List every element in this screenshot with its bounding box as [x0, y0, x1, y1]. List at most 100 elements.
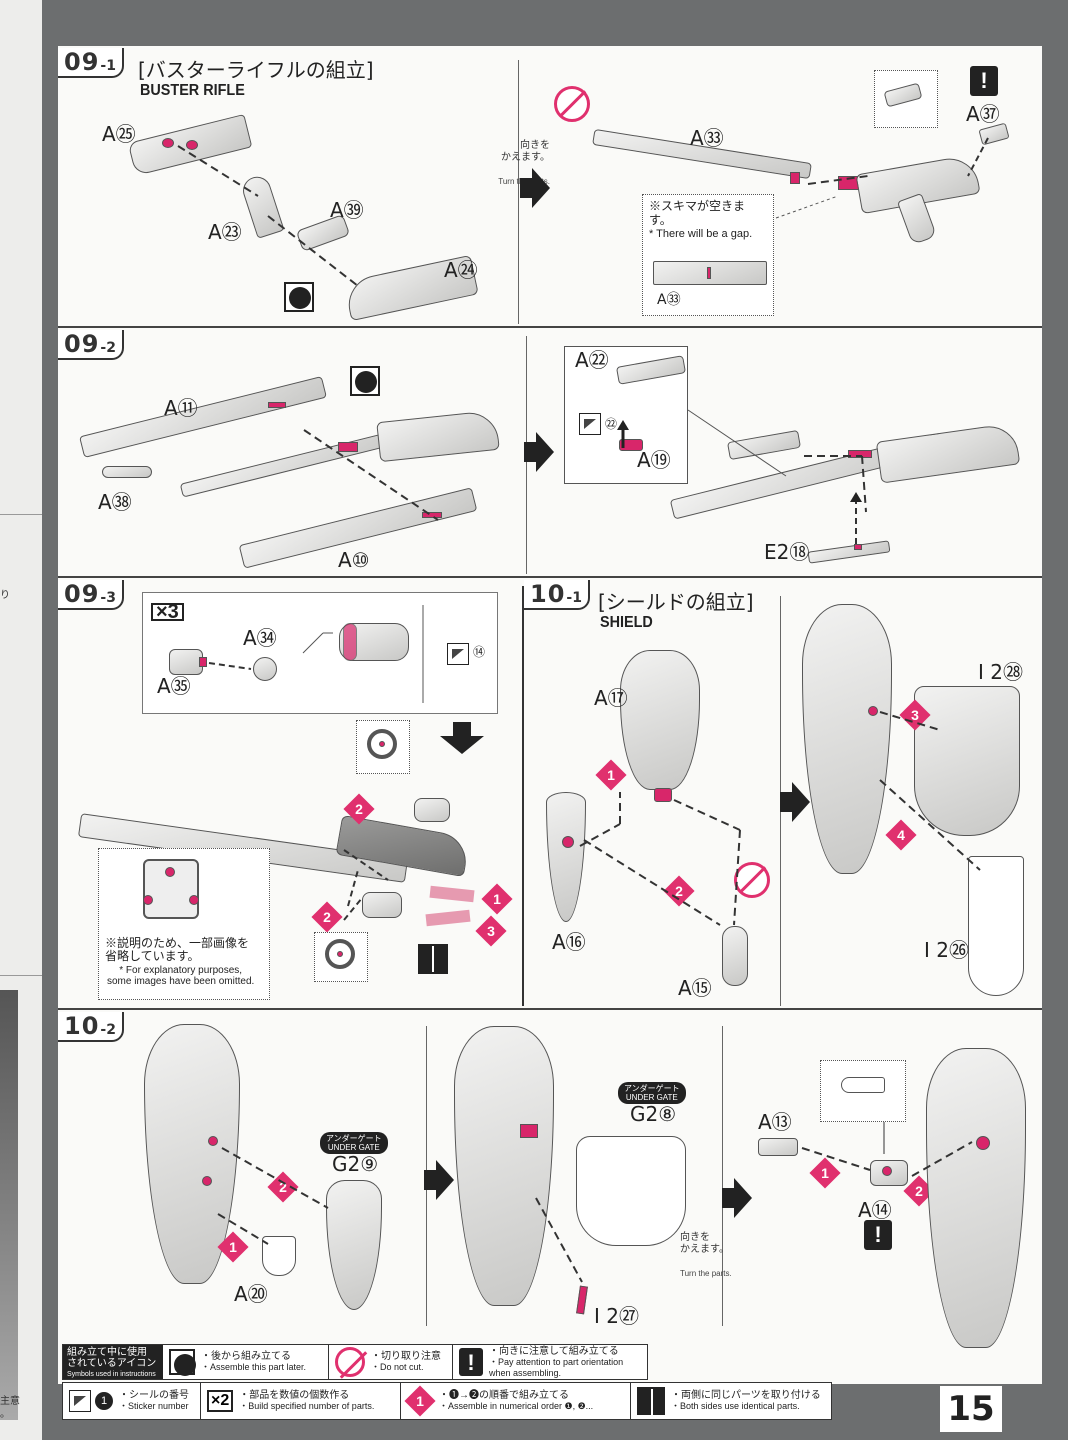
part-nozzle [169, 649, 203, 675]
orientation-alert-icon: ! [864, 1220, 892, 1250]
step-number: 10 [64, 1012, 100, 1040]
panel-divider [722, 1026, 723, 1326]
turn-note-en: Turn the parts. [680, 1269, 732, 1278]
part-label: A⑪ [164, 396, 198, 420]
strip-divider [0, 975, 42, 976]
part-nozzle [414, 798, 450, 822]
legend-text: ・部品を数値の個数作る・Build specified number of pa… [239, 1390, 374, 1412]
part-label: A㉒ [575, 348, 609, 372]
assembly-lines [775, 137, 989, 219]
under-gate-en: UNDER GATE [327, 1143, 380, 1152]
sticker-number: ㉒ [605, 417, 618, 431]
orientation-alert-icon: ! [970, 66, 998, 96]
detail-box: A㉒ ㉒ A⑲ [564, 346, 688, 484]
peg-mark [338, 442, 358, 452]
next-arrow-icon [424, 1160, 454, 1200]
step-sub: -2 [100, 1022, 116, 1038]
instruction-sheet: 09 -1 [バスターライフルの組立] BUSTER RIFLE A㉕ A㉓ A… [58, 46, 1042, 1420]
sticker-number-sym: 1 [95, 1392, 113, 1410]
part-shield-assembly [802, 604, 892, 874]
peg-mark [562, 836, 574, 848]
step-badge: 1 [404, 1385, 436, 1417]
step-tag: 10 -1 [524, 580, 590, 610]
sub-assembly-box: ×3 A㉞ A㉟ ⑭ [142, 592, 498, 714]
assemble-later-icon [284, 282, 314, 312]
peg-mark [208, 1136, 218, 1146]
part-label: A㉔ [444, 258, 478, 282]
part-label: A㉞ [243, 626, 277, 650]
strip-fragment: 。 [0, 1409, 10, 1420]
part-shield-plate [914, 686, 1020, 836]
step-number: 09 [64, 330, 100, 358]
part-pin [102, 466, 152, 478]
step-sub: -1 [566, 590, 582, 606]
legend-order: 1 ・❶→❷の順番で組み立てる・Assemble in numerical or… [401, 1383, 631, 1419]
legend-text: ・切り取り注意・Do not cut. [371, 1351, 441, 1373]
step-badge-num: 1 [416, 1393, 424, 1409]
legend-nocut-jp: ・切り取り注意 [371, 1351, 441, 1362]
turn-note: 向きを かえます。 Turn the parts. [680, 1220, 750, 1292]
legend-both: ・両側に同じパーツを取り付ける・Both sides use identical… [631, 1383, 831, 1419]
legend-sticker-jp: ・シールの番号 [119, 1390, 189, 1401]
part-label: A㉝ [690, 126, 724, 150]
part-hinge [758, 1138, 798, 1156]
detail-box [874, 70, 938, 128]
section-divider [58, 576, 1042, 578]
part-label: A⑲ [637, 448, 671, 472]
section-divider [58, 326, 1042, 328]
no-cut-icon [335, 1347, 365, 1377]
legend-nocut-en: ・Do not cut. [371, 1362, 424, 1372]
legend-order-jp: ・❶→❷の順番で組み立てる [439, 1390, 569, 1401]
no-cut-icon [734, 862, 770, 898]
part-label: A⑰ [594, 686, 628, 710]
assemble-later-icon [350, 366, 380, 396]
assembly-lines [535, 1197, 583, 1283]
turn-note-jp: 向きを かえます。 [501, 140, 550, 163]
step-tag: 09 -2 [58, 330, 124, 360]
gap-mark [707, 267, 711, 279]
gap-note-jp: ※スキマが空きます。 [649, 199, 746, 227]
peg-mark [422, 512, 442, 518]
assembly-lines [343, 849, 389, 921]
detail-box [820, 1060, 906, 1122]
assembly-lines [801, 1122, 973, 1177]
page-number: 15 [940, 1386, 1002, 1432]
part-shield-core [620, 650, 700, 790]
peg-mark [202, 1176, 212, 1186]
part-cap [253, 657, 277, 681]
peg-mark [199, 657, 207, 667]
strip-fragment: 主意 [0, 1396, 20, 1407]
legend-orient-en: ・Pay attention to part orientation when … [489, 1356, 624, 1378]
part-label: A㉝ [657, 292, 681, 308]
legend-later: ・後から組み立てる・Assemble this part later. [163, 1345, 329, 1379]
part-sticker-target [619, 439, 643, 451]
part-label: G2⑨ [332, 1152, 379, 1176]
part-label: A㉓ [208, 220, 242, 244]
part-label: I 2㉘ [978, 660, 1023, 684]
legend-bottom-row: 1 ・シールの番号・Sticker number ×2 ・部品を数値の個数作る・… [62, 1382, 832, 1420]
part-label: A⑯ [552, 930, 586, 954]
part-shield-frame [968, 856, 1024, 996]
under-gate-en: UNDER GATE [625, 1093, 678, 1102]
peg-mark [882, 1166, 892, 1176]
gap-note-box: ※スキマが空きます。 * There will be a gap. A㉝ [642, 194, 774, 316]
step-sub: -1 [100, 58, 116, 74]
legend-later-jp: ・後から組み立てる [201, 1351, 291, 1362]
multiplier-badge: ×3 [151, 602, 184, 622]
both-sides-icon [418, 944, 448, 974]
peg-mark [848, 450, 872, 458]
part-label: A㉟ [157, 674, 191, 698]
panel-divider [522, 586, 524, 1006]
legend-orient-jp: ・向きに注意して組み立てる [489, 1345, 619, 1357]
peg-mark [379, 741, 385, 747]
no-cut-icon [554, 86, 590, 122]
peg-mark [790, 172, 800, 184]
assembly-lines [217, 1147, 329, 1245]
legend-text: ・シールの番号・Sticker number [119, 1390, 189, 1412]
next-arrow-icon [520, 168, 550, 208]
detail-box [356, 720, 410, 774]
assemble-later-icon [169, 1349, 196, 1376]
